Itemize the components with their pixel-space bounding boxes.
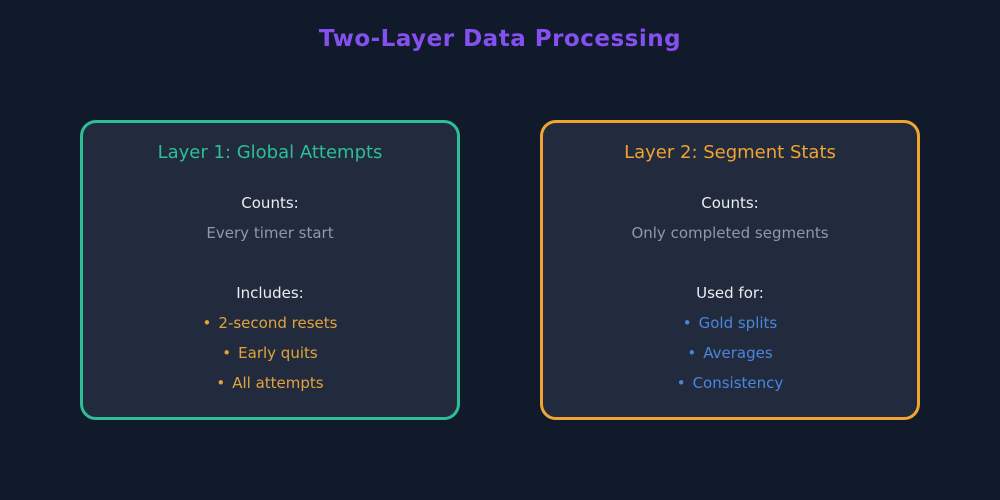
layer2-usedfor-label: Used for: <box>696 284 764 302</box>
layer2-bullet-text: Gold splits <box>698 314 778 332</box>
layer1-bullet-item: • All attempts <box>83 374 457 392</box>
layer1-card: Layer 1: Global Attempts Counts: Every t… <box>80 120 460 420</box>
layer2-bullet-text: Averages <box>703 344 773 362</box>
bullet-icon: • <box>676 374 686 392</box>
bullet-icon: • <box>687 344 697 362</box>
layer2-bullet-text: Consistency <box>692 374 784 392</box>
layer1-includes-label: Includes: <box>236 284 304 302</box>
layer1-bullet-text: 2-second resets <box>218 314 338 332</box>
bullet-icon: • <box>682 314 692 332</box>
layer1-bullet-item: • Early quits <box>83 344 457 362</box>
page-title: Two-Layer Data Processing <box>318 26 682 52</box>
bullet-icon: • <box>216 374 226 392</box>
layer1-bullet-item: • 2-second resets <box>83 314 457 332</box>
layer1-counts-detail: Every timer start <box>206 224 334 242</box>
layer1-counts-label: Counts: <box>241 194 299 212</box>
layer1-card-title: Layer 1: Global Attempts <box>157 142 383 163</box>
layer1-bullet-text: Early quits <box>238 344 318 362</box>
layer1-bullet-text: All attempts <box>232 374 324 392</box>
layer2-card: Layer 2: Segment Stats Counts: Only comp… <box>540 120 920 420</box>
layer2-counts-detail: Only completed segments <box>631 224 829 242</box>
bullet-icon: • <box>202 314 212 332</box>
layer2-counts-label: Counts: <box>701 194 759 212</box>
layer2-bullet-item: • Gold splits <box>543 314 917 332</box>
bullet-icon: • <box>222 344 232 362</box>
layer2-bullet-item: • Consistency <box>543 374 917 392</box>
layer2-card-title: Layer 2: Segment Stats <box>624 142 836 163</box>
layer2-bullet-item: • Averages <box>543 344 917 362</box>
